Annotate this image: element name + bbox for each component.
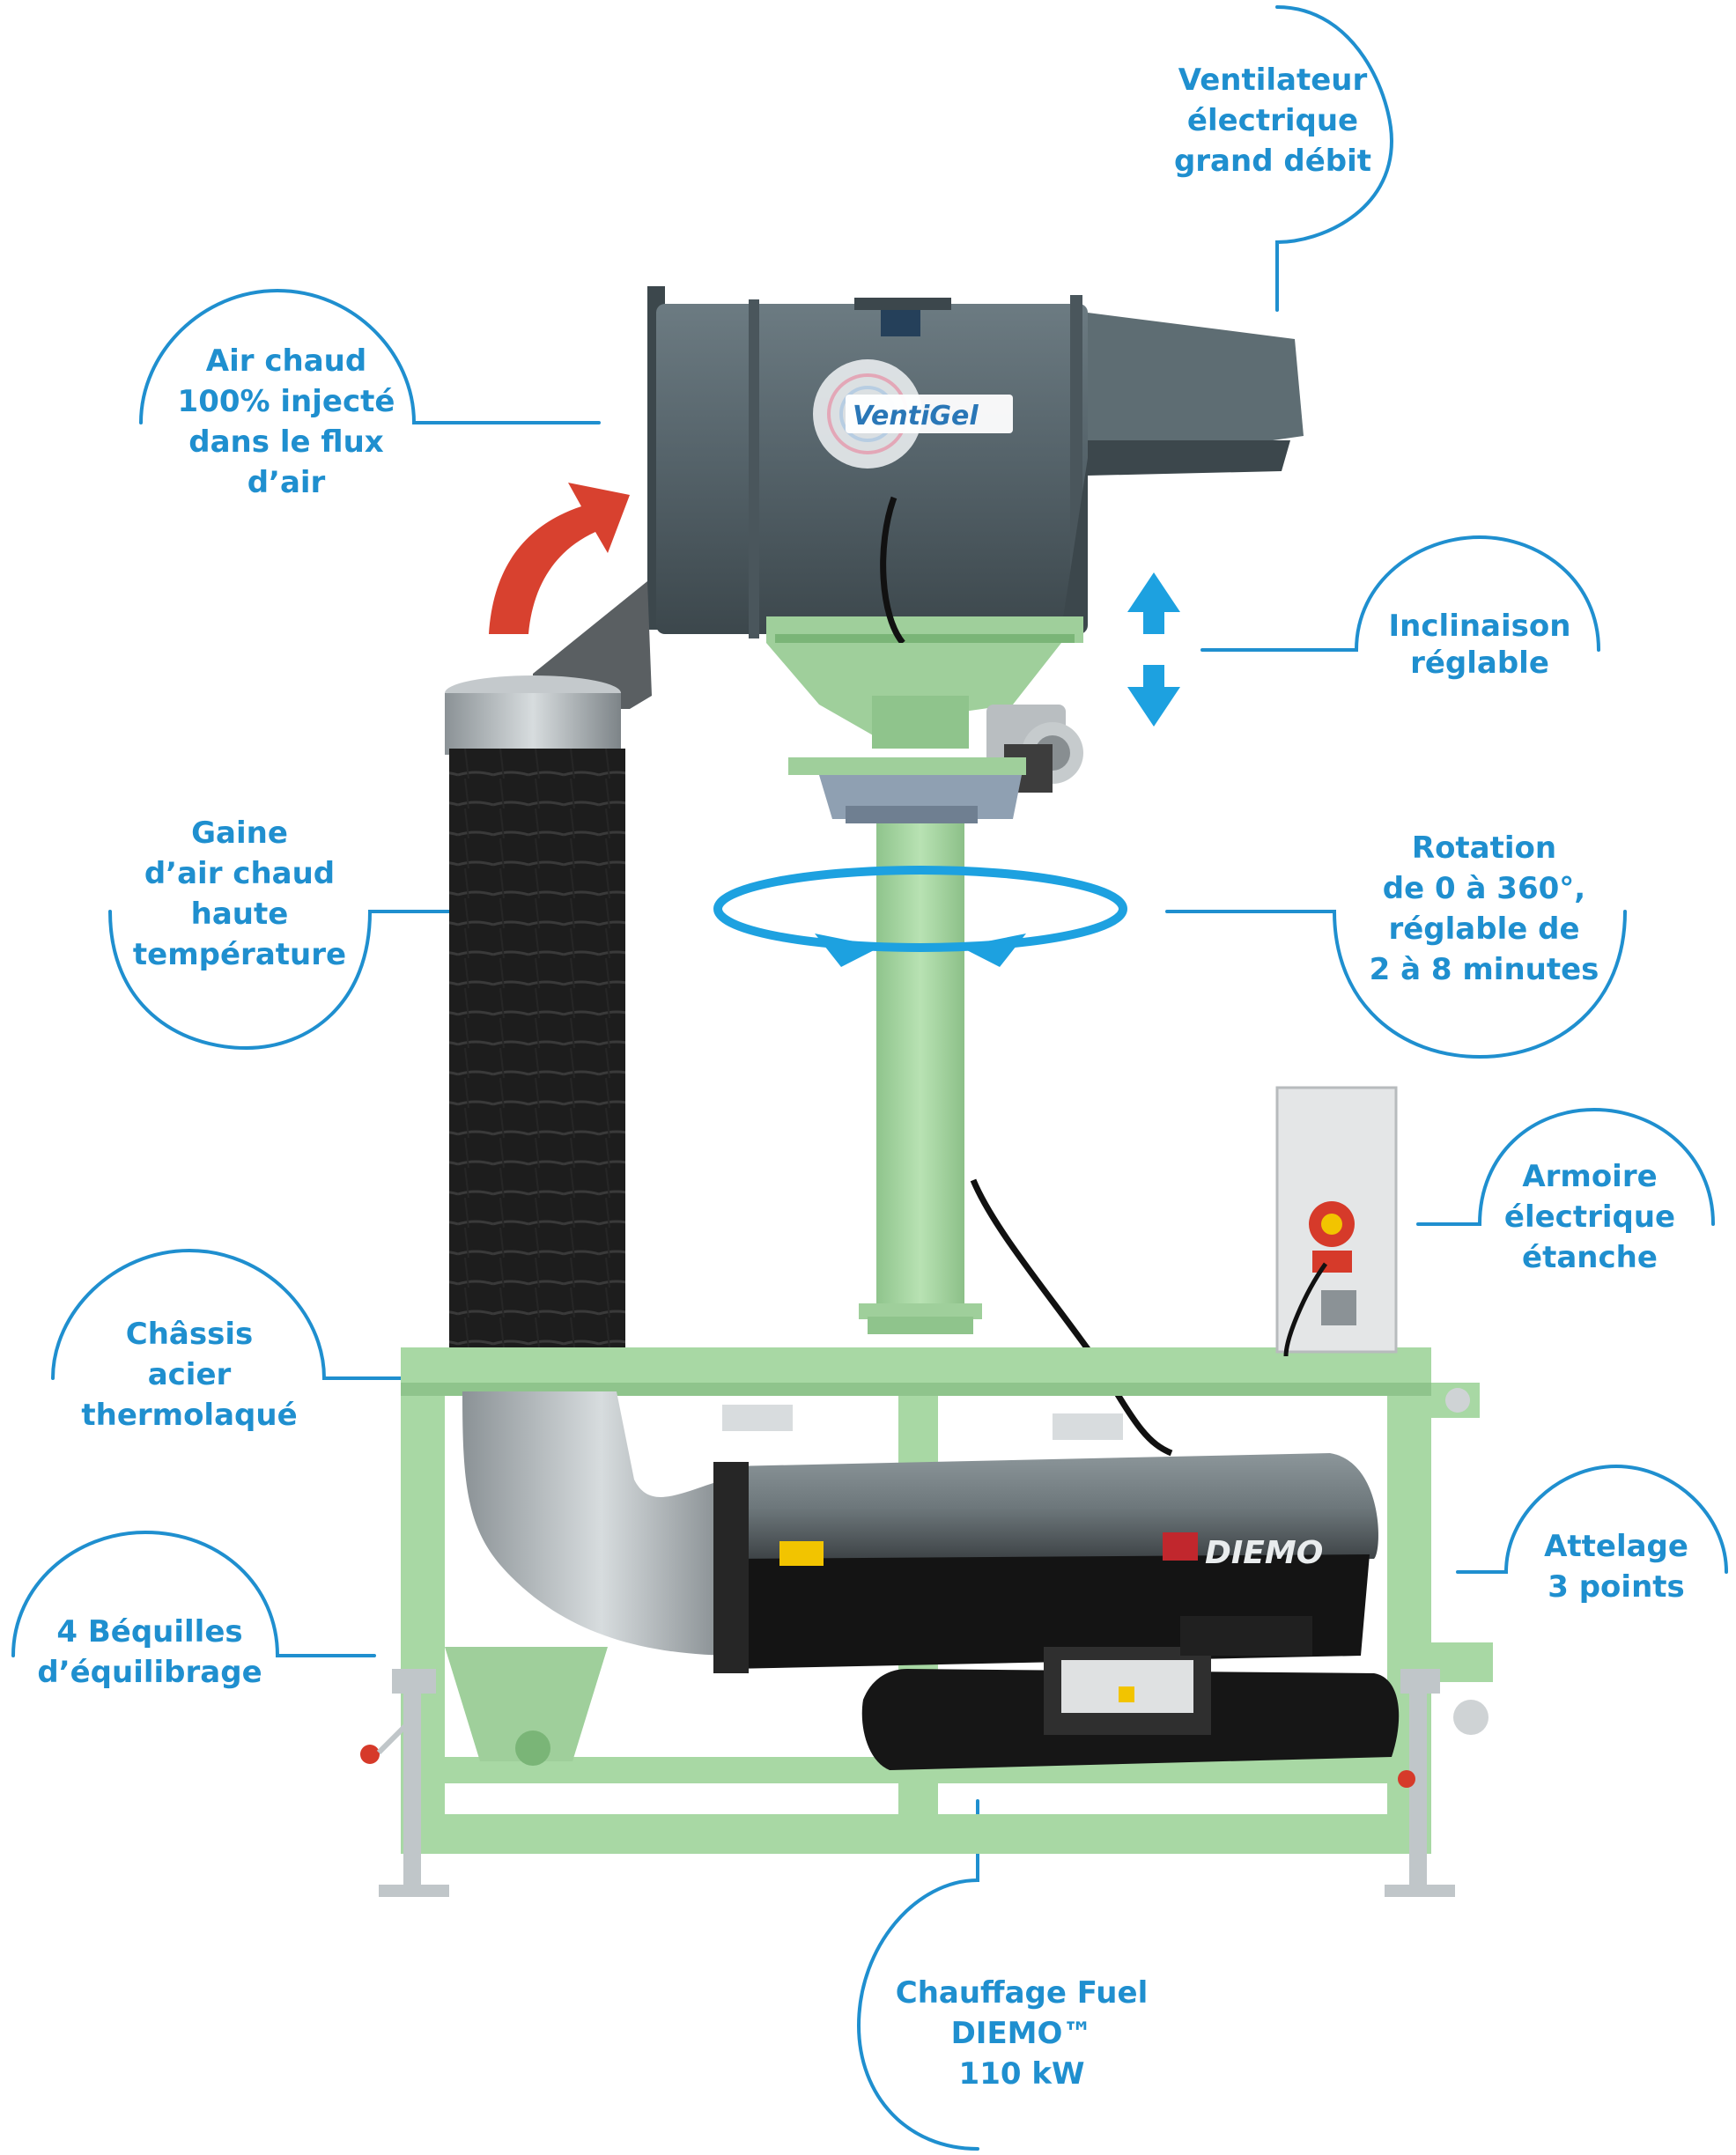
- diemo-heater: DIEMO: [713, 1453, 1400, 1770]
- callout-rotation: Rotation de 0 à 360°, réglable de 2 à 8 …: [1343, 828, 1625, 990]
- flexible-duct: [445, 675, 634, 1361]
- callout-hitch-line1: Attelage: [1544, 1529, 1688, 1564]
- connector-hot-air: [139, 288, 601, 424]
- callout-chassis-line2: acier: [147, 1357, 232, 1392]
- connector-legs: [11, 1530, 376, 1657]
- electric-cabinet: [1275, 1086, 1398, 1357]
- callout-legs: 4 Béquilles d’équilibrage: [9, 1612, 291, 1693]
- chassis-frame: [401, 1347, 1493, 1854]
- callout-cabinet-line3: étanche: [1522, 1240, 1658, 1275]
- pivot-assembly: [766, 643, 1083, 823]
- rotation-indicator-icon: [713, 866, 1127, 967]
- callout-legs-line1: 4 Béquilles: [56, 1614, 243, 1649]
- callout-fan: Ventilateur électrique grand débit: [1132, 60, 1414, 181]
- callout-heater-line2: DIEMO™: [950, 2016, 1093, 2051]
- callout-rotation-line1: Rotation: [1411, 830, 1557, 866]
- callout-tilt: Inclinaison réglable: [1339, 608, 1621, 682]
- callout-heater: Chauffage Fuel DIEMO™ 110 kW: [872, 1973, 1171, 2094]
- connector-rotation: [1165, 910, 1627, 1059]
- callout-hot-air-line3: dans le flux: [188, 424, 384, 460]
- callout-hot-air: Air chaud 100% injecté dans le flux d’ai…: [145, 341, 427, 503]
- ventigel-logo: VentiGel: [853, 401, 979, 432]
- callout-tilt-line2: réglable: [1410, 646, 1549, 681]
- callout-rotation-line2: de 0 à 360°,: [1382, 871, 1586, 906]
- callout-legs-line2: d’équilibrage: [37, 1655, 262, 1690]
- callout-rotation-line4: 2 à 8 minutes: [1369, 952, 1599, 987]
- diemo-logo: DIEMO: [1205, 1535, 1323, 1571]
- callout-hitch: Attelage 3 points: [1497, 1526, 1735, 1607]
- support-column: [876, 823, 964, 1317]
- connector-tilt: [1200, 535, 1600, 652]
- connector-heater: [856, 1799, 979, 2151]
- callout-chassis-line1: Châssis: [125, 1317, 254, 1352]
- callout-fan-line3: grand débit: [1173, 144, 1372, 179]
- callout-cabinet-line2: électrique: [1503, 1199, 1676, 1235]
- callout-duct-line3: haute: [190, 897, 289, 932]
- callout-hot-air-line1: Air chaud: [205, 343, 367, 379]
- callout-duct-line2: d’air chaud: [144, 856, 336, 891]
- callout-hitch-line2: 3 points: [1548, 1569, 1685, 1605]
- fan-unit: VentiGel: [647, 286, 1304, 646]
- callout-tilt-line1: Inclinaison: [1388, 609, 1571, 644]
- callout-fan-line1: Ventilateur: [1178, 63, 1368, 98]
- callout-hot-air-line4: d’air: [247, 465, 326, 500]
- connector-cabinet: [1416, 1107, 1715, 1226]
- callout-hot-air-line2: 100% injecté: [177, 384, 395, 419]
- callout-chassis: Châssis acier thermolaqué: [48, 1314, 330, 1435]
- callout-chassis-line3: thermolaqué: [81, 1398, 298, 1433]
- connector-duct: [108, 910, 455, 1051]
- callout-duct-line1: Gaine: [191, 816, 288, 851]
- callout-duct: Gaine d’air chaud haute température: [99, 813, 380, 975]
- callout-duct-line4: température: [132, 937, 347, 972]
- callout-fan-line2: électrique: [1186, 103, 1359, 138]
- red-flow-arrow-icon: [489, 483, 630, 634]
- callout-heater-line1: Chauffage Fuel: [895, 1975, 1149, 2011]
- callout-heater-line3: 110 kW: [958, 2056, 1085, 2092]
- callout-cabinet: Armoire électrique étanche: [1458, 1156, 1722, 1278]
- connector-fan: [1275, 5, 1394, 312]
- elbow-duct: [462, 1391, 740, 1656]
- connector-hitch: [1456, 1464, 1728, 1574]
- tilt-arrows-icon: [1127, 572, 1180, 727]
- balancing-legs: [360, 1669, 1455, 1897]
- callout-rotation-line3: réglable de: [1388, 911, 1580, 947]
- callout-cabinet-line1: Armoire: [1522, 1159, 1658, 1194]
- connector-chassis: [51, 1248, 414, 1380]
- callout-connectors: [11, 5, 1728, 2151]
